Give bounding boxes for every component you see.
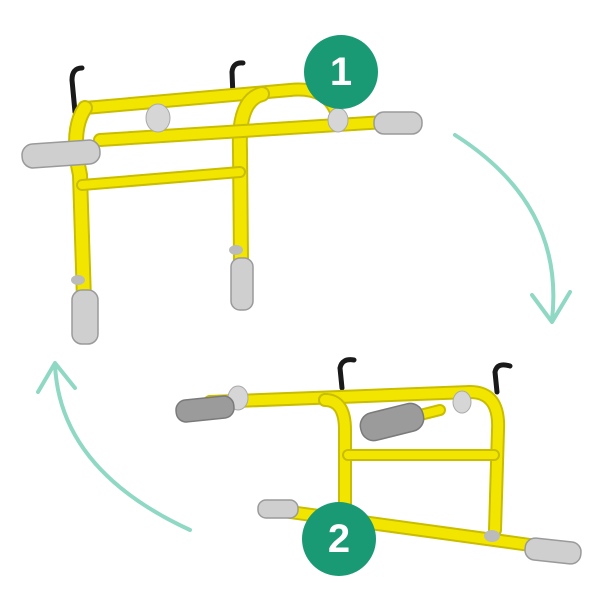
grip-left [21, 139, 101, 169]
grip-lower-right [524, 537, 582, 565]
curved-arrow-icon [53, 363, 192, 532]
door-hook-right [492, 362, 513, 395]
grip-upper-left [175, 395, 235, 423]
step-number: 2 [327, 517, 351, 561]
door-hook-left [337, 357, 357, 391]
curved-arrow-icon [453, 133, 556, 322]
step-number: 1 [329, 50, 353, 94]
door-hook-left [69, 65, 85, 115]
step-badge-2: 2 [302, 502, 376, 576]
arrowhead-left [36, 361, 77, 394]
foot-grip-middle [230, 257, 254, 311]
grip-right [373, 111, 423, 135]
foot-grip-left [71, 289, 99, 345]
arrowhead-right [530, 290, 572, 324]
grip-upper-middle [359, 402, 425, 442]
pull-up-bar-position-2 [175, 357, 582, 565]
door-hook-right [229, 60, 246, 100]
grip-lower-left [257, 499, 299, 519]
pull-up-bar-position-1 [21, 60, 423, 345]
step-badge-1: 1 [304, 35, 378, 109]
